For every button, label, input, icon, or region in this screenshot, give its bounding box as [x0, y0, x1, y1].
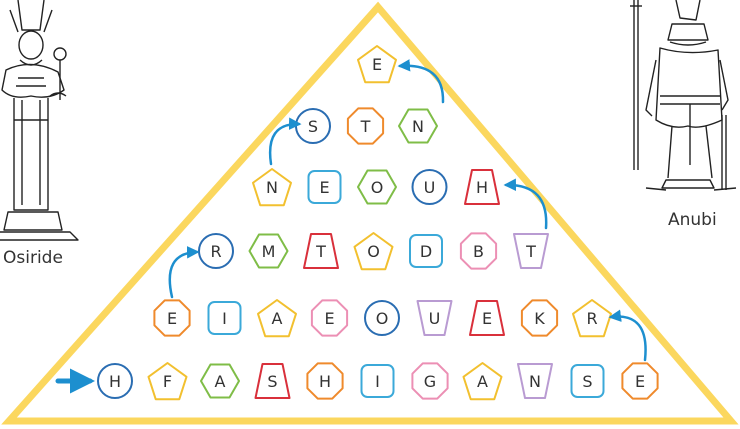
token-letter: R	[210, 242, 221, 261]
letter-token: R	[199, 234, 233, 268]
osiride-label: Osiride	[3, 248, 63, 268]
token-letter: O	[371, 178, 384, 197]
letter-token: R	[573, 300, 611, 336]
letter-token: T	[514, 234, 548, 268]
token-letter: H	[319, 372, 331, 391]
letter-token: A	[201, 365, 239, 398]
token-letter: H	[476, 178, 488, 197]
letter-token: H	[465, 170, 499, 204]
letter-token: E	[312, 300, 347, 335]
token-letter: H	[109, 372, 121, 391]
letter-token: E	[622, 363, 657, 398]
token-letter: I	[375, 372, 380, 391]
token-letter: N	[412, 117, 424, 136]
letter-token: F	[149, 363, 187, 399]
turn-arrow-row4-row3	[506, 185, 546, 228]
letter-token: E	[309, 171, 341, 203]
token-letter: O	[376, 309, 389, 328]
letter-token: U	[413, 170, 447, 204]
token-letter: O	[367, 242, 380, 261]
osiride-figure-drawing	[0, 0, 78, 240]
token-letter: F	[163, 372, 172, 391]
letter-token: K	[522, 300, 557, 335]
token-letter: E	[324, 309, 334, 328]
letter-token: N	[253, 169, 291, 205]
letter-token: O	[365, 301, 399, 335]
letter-token: T	[348, 108, 383, 143]
path-arrows	[58, 66, 646, 381]
letter-token: N	[518, 364, 552, 398]
letter-token: N	[399, 110, 437, 143]
token-letter: E	[319, 178, 329, 197]
letter-token: U	[418, 301, 452, 335]
token-letter: I	[222, 309, 227, 328]
turn-arrow-row5-row4	[170, 252, 197, 297]
anubi-label: Anubi	[668, 210, 717, 230]
token-letter: N	[266, 178, 278, 197]
token-letter: D	[420, 242, 432, 261]
token-letter: M	[262, 242, 276, 261]
token-letter: G	[424, 372, 436, 391]
letter-token: E	[154, 300, 189, 335]
anubi-figure-drawing	[630, 0, 736, 190]
letter-token: T	[304, 234, 338, 268]
letter-token: D	[410, 235, 442, 267]
letter-token: S	[296, 109, 330, 143]
letter-token: G	[412, 363, 447, 398]
token-letter: S	[308, 117, 318, 136]
token-letter: R	[586, 309, 597, 328]
turn-arrow-row6-row5	[611, 317, 646, 360]
token-letter: A	[272, 309, 283, 328]
token-letter: K	[534, 309, 545, 328]
letter-token: H	[307, 363, 342, 398]
token-letter: U	[424, 178, 436, 197]
token-letter: E	[635, 372, 645, 391]
letter-token: B	[461, 233, 496, 268]
token-letter: T	[315, 242, 326, 261]
letter-token: E	[358, 46, 396, 82]
letter-token: E	[470, 301, 504, 335]
letter-token: I	[209, 302, 241, 334]
letter-token: O	[355, 233, 393, 269]
letter-token: S	[572, 365, 604, 397]
letter-token: S	[256, 364, 290, 398]
letter-token: M	[250, 235, 288, 268]
turn-arrow-row3-row2	[270, 124, 299, 164]
token-letter: E	[372, 55, 382, 74]
token-letter: U	[429, 309, 441, 328]
token-letter: B	[473, 242, 484, 261]
letter-token: I	[362, 365, 394, 397]
token-letter: T	[360, 117, 371, 136]
token-letter: E	[482, 309, 492, 328]
letter-token: H	[98, 364, 132, 398]
letter-token: A	[464, 363, 502, 399]
token-letter: E	[167, 309, 177, 328]
token-letter: A	[215, 372, 226, 391]
token-letter: N	[529, 372, 541, 391]
letter-token: A	[258, 300, 296, 336]
token-letter: A	[477, 372, 488, 391]
letter-token: O	[358, 171, 396, 204]
token-letter: S	[267, 372, 277, 391]
token-letter: S	[582, 372, 592, 391]
token-letter: T	[525, 242, 536, 261]
